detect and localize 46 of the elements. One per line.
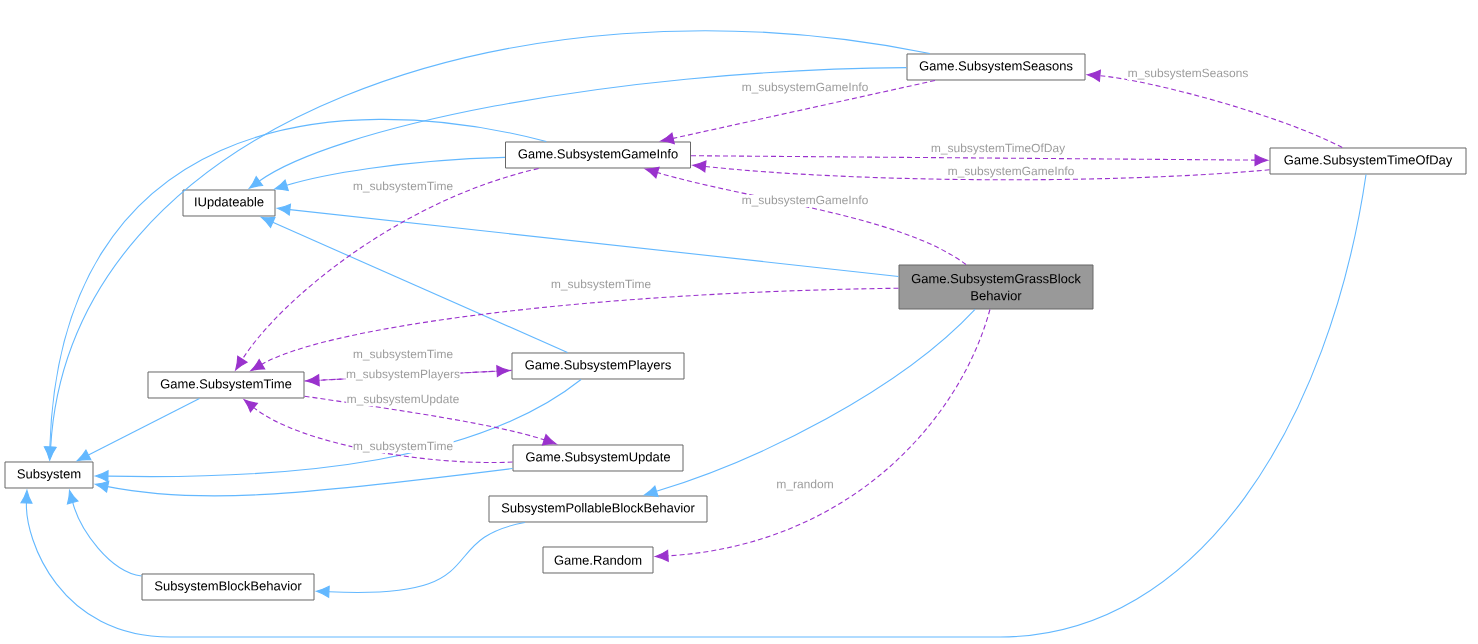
class-box: Game.SubsystemTime: [147, 371, 305, 399]
inheritance-arrow: [274, 156, 506, 191]
class-box: Game.SubsystemSeasons: [906, 53, 1086, 81]
inheritance-arrow: [643, 308, 976, 498]
usage-arrow: [303, 395, 557, 446]
class-box: SubsystemBlockBehavior: [141, 573, 315, 601]
edge-label: m_subsystemGameInfo: [741, 81, 869, 95]
class-box: Game.SubsystemPlayers: [511, 352, 685, 380]
edge-label: m_subsystemTime: [352, 440, 454, 454]
class-box: Game.SubsystemGrassBlock Behavior: [898, 264, 1094, 310]
usage-arrow: [660, 79, 936, 145]
usage-arrow: [235, 167, 540, 371]
edge-label: m_subsystemGameInfo: [947, 165, 1075, 179]
inheritance-arrow: [276, 203, 900, 277]
class-box: Subsystem: [4, 461, 94, 489]
edge-label: m_subsystemTime: [550, 278, 652, 292]
edge-label: m_subsystemSeasons: [1127, 67, 1249, 81]
class-box: SubsystemPollableBlockBehavior: [488, 495, 708, 523]
inheritance-arrow: [315, 521, 526, 598]
inheritance-arrow: [43, 118, 547, 461]
class-box: Game.SubsystemUpdate: [512, 444, 684, 472]
inheritance-arrow: [20, 173, 1367, 638]
usage-arrow: [692, 160, 1271, 181]
edge-label: m_subsystemUpdate: [346, 393, 460, 407]
class-box: IUpdateable: [182, 189, 276, 217]
edge-label: m_subsystemTime: [352, 348, 454, 362]
inheritance-arrow: [94, 468, 514, 497]
class-box: Game.SubsystemTimeOfDay: [1269, 147, 1467, 175]
usage-arrow: [243, 399, 514, 464]
edge-label: m_subsystemPlayers: [345, 368, 461, 382]
inheritance-arrow: [66, 489, 143, 577]
usage-arrow: [690, 154, 1269, 167]
class-box: Game.Random: [542, 546, 654, 574]
inheritance-arrow: [76, 397, 201, 462]
usage-arrow: [654, 308, 991, 562]
edge-label: m_random: [775, 478, 835, 492]
class-box: Game.SubsystemGameInfo: [505, 141, 691, 169]
usage-arrow: [250, 287, 900, 372]
edge-label: m_subsystemTime: [352, 180, 454, 194]
inheritance-arrow: [260, 216, 568, 354]
edge-label: m_subsystemGameInfo: [741, 194, 869, 208]
usage-arrow: [1086, 69, 1343, 149]
usage-arrow: [644, 166, 967, 266]
inheritance-arrow: [94, 378, 582, 483]
inheritance-arrow: [248, 67, 908, 189]
edge-label: m_subsystemTimeOfDay: [930, 142, 1066, 156]
